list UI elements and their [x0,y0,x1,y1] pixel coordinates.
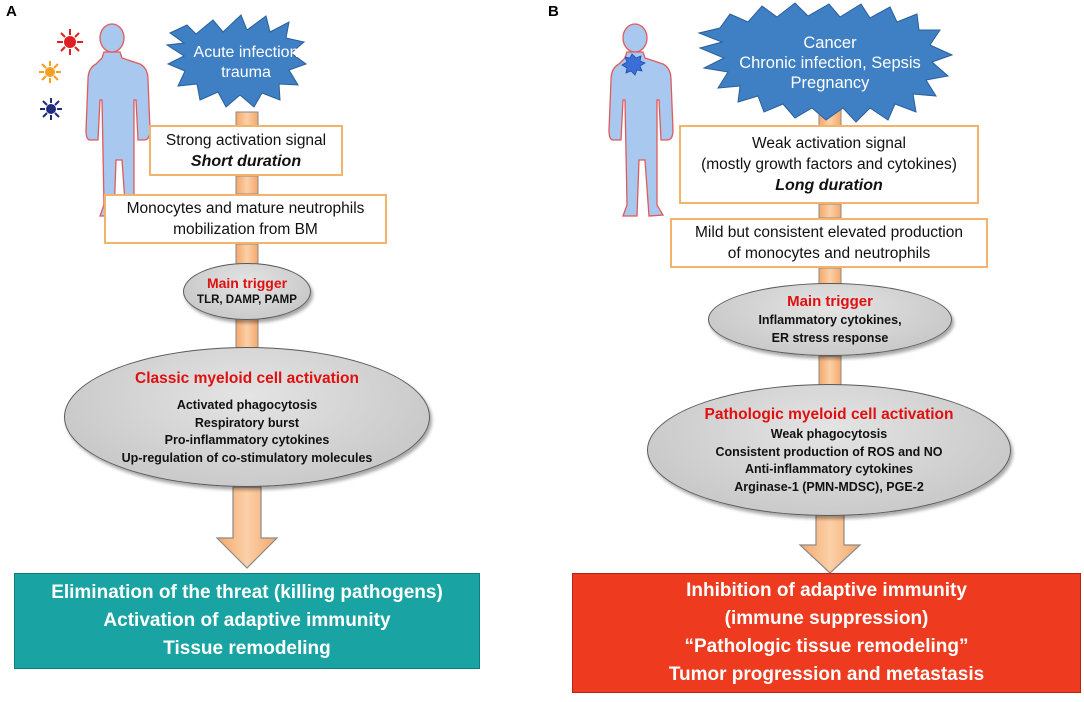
signal-box-a: Strong activation signal Short duration [149,125,343,176]
orange-sun-icon [39,61,61,83]
connector-a-1 [235,111,259,127]
down-arrow-a [215,486,279,569]
connector-b-2 [818,203,842,219]
activation-a-line-4: Up-regulation of co-stimulatory molecule… [121,450,373,465]
connector-a-3 [235,243,259,265]
result-a-line-3: Tissue remodeling [163,638,331,659]
human-figure-a [85,23,151,217]
blue-tumor-icon [621,53,646,76]
connector-a-4 [235,317,259,349]
production-box-b: Mild but consistent elevated production … [670,218,988,268]
burst-b-line-1: Cancer [803,34,857,52]
signal-b-line-1: Weak activation signal [752,135,906,152]
result-b-line-2: (immune suppression) [724,608,929,629]
trigger-a-title: Main trigger [206,274,288,291]
main-trigger-a: Main trigger TLR, DAMP, PAMP [183,263,311,320]
result-b-line-4: Tumor progression and metastasis [668,664,985,685]
activation-a-title: Classic myeloid cell activation [135,370,359,387]
burst-a-line-2: trauma [221,64,271,81]
burst-a-line-1: Acute infection [193,44,299,61]
panel-letter-a: A [6,3,17,20]
activation-a-line-3: Pro-inflammatory cytokines [164,433,330,447]
activation-b-line-2: Consistent production of ROS and NO [715,444,943,459]
result-a-line-1: Elimination of the threat (killing patho… [51,582,443,603]
mobilization-a-line-2: mobilization from BM [173,221,318,238]
result-box-b: Inhibition of adaptive immunity (immune … [572,573,1081,693]
down-arrow-b [798,514,862,574]
human-figure-b [608,23,674,217]
connector-a-2 [235,175,259,195]
signal-a-line-1: Strong activation signal [165,131,327,149]
result-a-line-2: Activation of adaptive immunity [103,610,391,631]
activation-b-line-1: Weak phagocytosis [770,427,888,441]
activation-b-line-3: Anti-inflammatory cytokines [744,462,914,476]
panel-letter-b: B [548,3,559,20]
trigger-a-line-1: TLR, DAMP, PAMP [197,293,297,306]
signal-box-b: Weak activation signal (mostly growth fa… [679,125,979,204]
trigger-b-title: Main trigger [787,293,873,310]
signal-b-line-2: (mostly growth factors and cytokines) [701,156,957,173]
burst-b [697,2,954,123]
result-box-a: Elimination of the threat (killing patho… [14,573,480,669]
connector-b-4 [818,355,842,387]
production-b-line-1: Mild but consistent elevated production [695,224,963,241]
result-b-line-1: Inhibition of adaptive immunity [686,580,967,601]
burst-a [165,14,308,108]
connector-b-3 [818,267,842,285]
mobilization-box-a: Monocytes and mature neutrophils mobiliz… [104,194,387,244]
activation-b-title: Pathologic myeloid cell activation [704,406,954,423]
trigger-b-line-2: ER stress response [771,330,889,345]
burst-label-b: Cancer Chronic infection, Sepsis Pregnan… [720,28,940,98]
production-b-line-2: of monocytes and neutrophils [727,245,931,262]
result-b-line-3: “Pathologic tissue remodeling” [684,636,969,657]
signal-a-duration: Short duration [190,152,302,170]
activation-a-line-2: Respiratory burst [194,415,300,430]
burst-b-line-3: Pregnancy [790,74,870,92]
main-trigger-b: Main trigger Inflammatory cytokines, ER … [708,283,952,356]
burst-b-line-2: Chronic infection, Sepsis [739,54,921,72]
activation-ellipse-b: Pathologic myeloid cell activation Weak … [647,384,1011,516]
activation-b-line-4: Arginase-1 (PMN-MDSC), PGE-2 [734,479,924,494]
trigger-b-line-1: Inflammatory cytokines, [758,313,902,327]
activation-ellipse-a: Classic myeloid cell activation Activate… [64,347,430,487]
burst-label-a: Acute infection trauma [186,28,306,98]
mobilization-a-line-1: Monocytes and mature neutrophils [126,200,365,217]
activation-a-line-1: Activated phagocytosis [176,398,318,412]
red-sun-icon [57,29,83,55]
signal-b-duration: Long duration [775,177,883,194]
navy-sun-icon [40,98,62,120]
